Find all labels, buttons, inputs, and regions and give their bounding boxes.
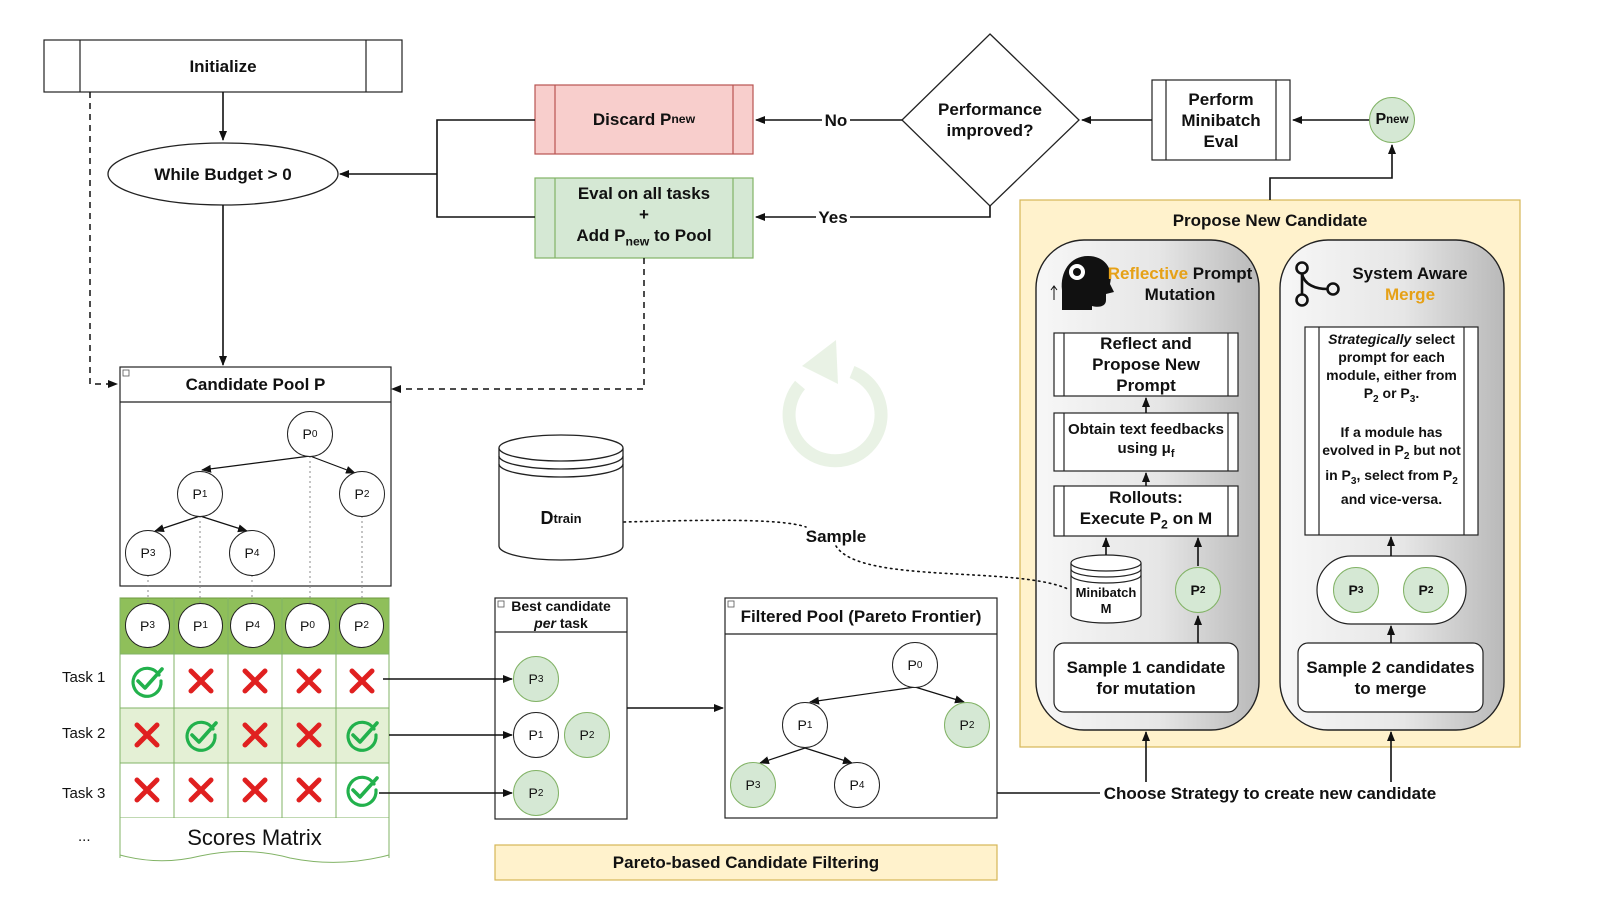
reflect-label: Reflect and Propose New Prompt	[1092, 334, 1200, 395]
cross-icon	[183, 772, 219, 808]
task-1-label: Task 1	[62, 669, 106, 686]
check-icon	[183, 717, 219, 753]
minibatch-label: Minibatch M	[1075, 585, 1137, 616]
dtrain-cylinder	[498, 434, 624, 561]
strategy-box	[1304, 326, 1479, 536]
check-icon	[129, 663, 165, 699]
scores-matrix-title: Scores Matrix	[187, 824, 322, 850]
reflect-box	[1053, 332, 1239, 397]
cross-icon	[291, 663, 327, 699]
cross-icon	[291, 717, 327, 753]
eval-label: Eval on all tasks + Add Pnew to Pool	[576, 184, 712, 249]
propose-title: Propose New Candidate	[1172, 210, 1368, 230]
scores-matrix-grid	[119, 598, 390, 858]
sample1-box	[1053, 642, 1239, 713]
cross-icon	[344, 663, 380, 699]
reflective-title: Reflective Prompt Mutation	[1107, 264, 1253, 304]
task-more-label: ...	[78, 828, 91, 845]
candidate-pool-title: Candidate Pool P	[185, 375, 326, 394]
cross-icon	[291, 772, 327, 808]
best-candidate-title: Best candidate per task	[511, 598, 611, 631]
initialize-label: Initialize	[189, 56, 257, 76]
merge-title: System Aware Merge	[1352, 264, 1468, 304]
while-budget-label: While Budget > 0	[154, 164, 292, 184]
check-icon	[344, 717, 380, 753]
strategy-text: Strategically select prompt for each mod…	[1322, 331, 1461, 508]
yes-label: Yes	[816, 207, 850, 227]
initialize-box	[43, 39, 403, 93]
performance-label: Performance improved?	[938, 100, 1042, 140]
pareto-label-box	[494, 844, 998, 881]
minibatch-cylinder	[1070, 554, 1142, 624]
minibatch-eval-label: Perform Minibatch Eval	[1181, 89, 1261, 151]
no-label: No	[822, 110, 850, 130]
git-merge-icon	[1295, 261, 1340, 307]
task-3-label: Task 3	[62, 785, 106, 802]
task-2-label: Task 2	[62, 725, 106, 742]
cross-icon	[237, 663, 273, 699]
check-icon	[344, 772, 380, 808]
cross-icon	[237, 717, 273, 753]
cross-icon	[183, 663, 219, 699]
cross-icon	[129, 772, 165, 808]
filtered-pool-title: Filtered Pool (Pareto Frontier)	[740, 606, 982, 626]
circular-arrow-icon	[782, 340, 888, 468]
sample1-label: Sample 1 candidate for mutation	[1066, 657, 1226, 698]
discard-box	[534, 84, 754, 155]
choose-strategy-label: Choose Strategy to create new candidate	[1100, 782, 1440, 804]
sample2-label: Sample 2 candidates to merge	[1306, 657, 1475, 698]
sample-label: Sample	[805, 526, 867, 546]
minibatch-eval-box	[1151, 79, 1291, 161]
rollouts-label: Rollouts: Execute P2 on M	[1079, 487, 1213, 532]
brain-head-icon	[1050, 256, 1114, 310]
cross-icon	[237, 772, 273, 808]
pareto-label: Pareto-based Candidate Filtering	[612, 853, 880, 872]
cross-icon	[129, 717, 165, 753]
eval-box	[534, 177, 754, 259]
obtain-feedback-label: Obtain text feedbacks using μf	[1068, 421, 1224, 460]
